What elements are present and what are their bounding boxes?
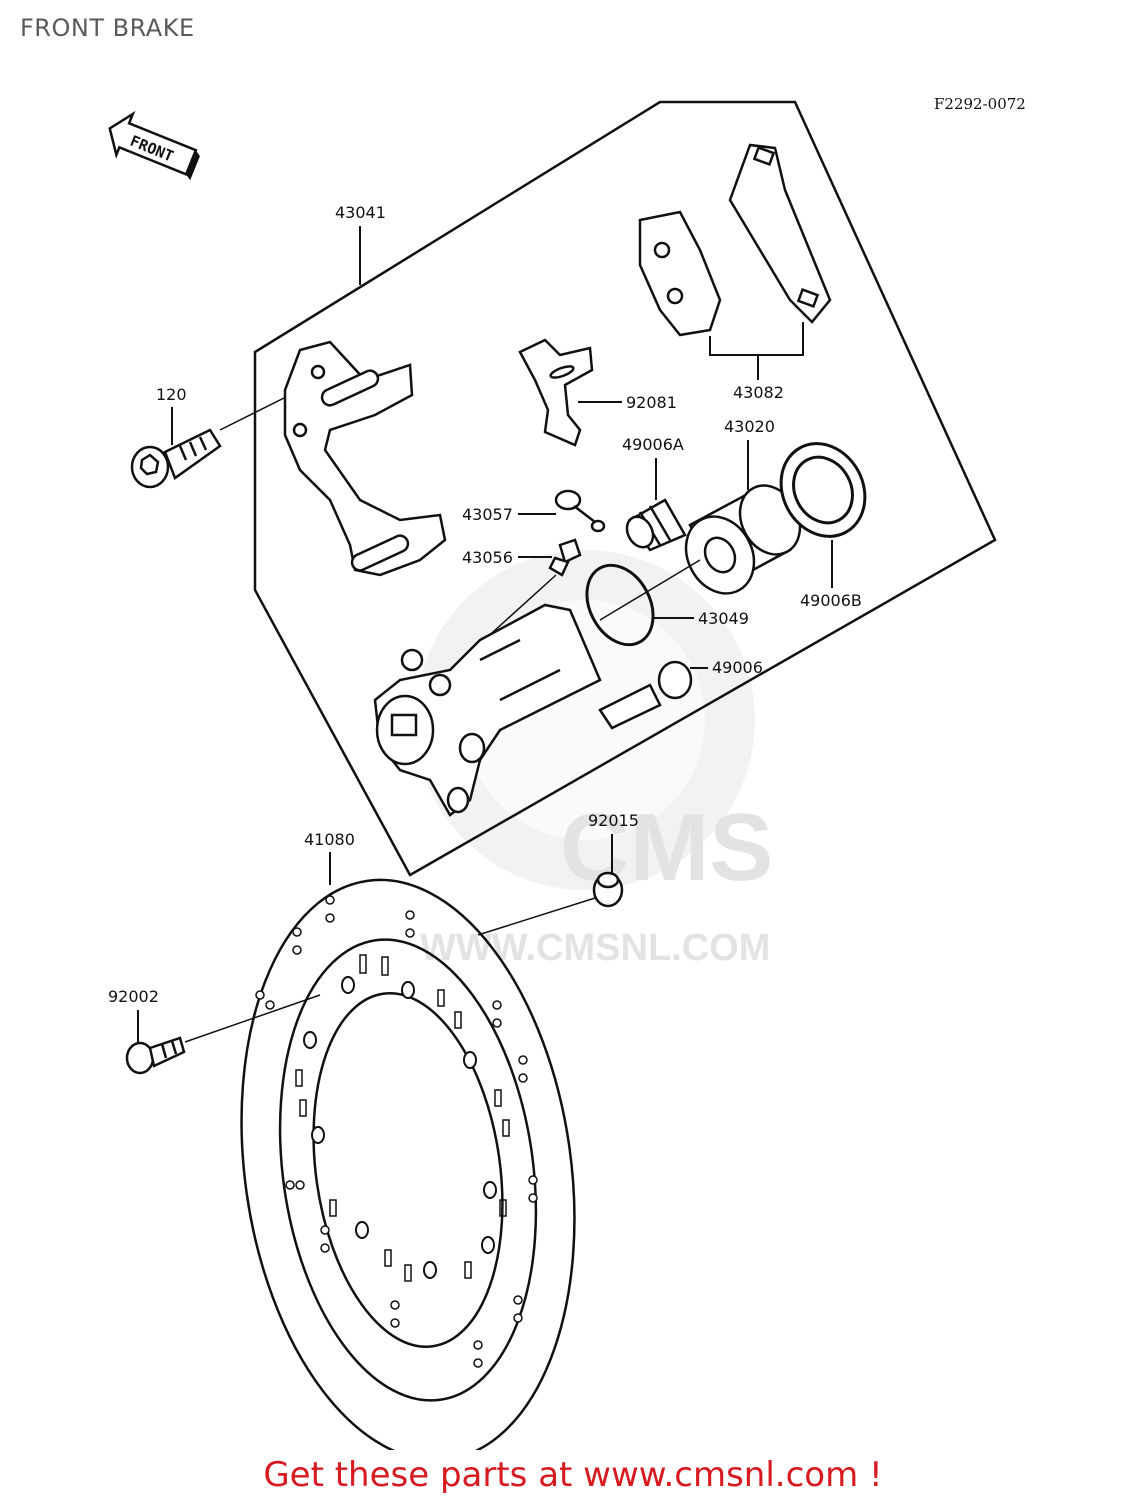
pad-spring <box>518 338 594 447</box>
watermark-url: WWW.CMSNL.COM <box>420 927 770 969</box>
diagram-reference-code: F2292-0072 <box>934 95 1026 113</box>
nut-92015 <box>592 871 624 908</box>
part-label-92015: 92015 <box>588 811 639 830</box>
bolt-92002 <box>125 1036 186 1075</box>
part-label-43041: 43041 <box>335 203 386 222</box>
part-label-49006A: 49006A <box>622 435 684 454</box>
part-label-43049: 43049 <box>698 609 749 628</box>
bleed-valve <box>548 538 582 577</box>
o-ring <box>585 563 655 647</box>
part-label-41080: 41080 <box>304 830 355 849</box>
part-label-49006: 49006 <box>712 658 763 677</box>
exploded-parts-diagram: CMS WWW.CMSNL.COM FRONT 43041 43082 120 <box>108 100 997 1450</box>
bolt-120 <box>130 428 222 489</box>
part-label-92002: 92002 <box>108 987 159 1006</box>
bleed-cap <box>554 489 606 533</box>
brake-disc <box>240 878 576 1450</box>
part-label-49006B: 49006B <box>800 591 862 610</box>
caliper-assembly-outline <box>253 100 997 877</box>
caliper-bracket <box>283 340 447 577</box>
footer-promo-text[interactable]: Get these parts at www.cmsnl.com ! <box>263 1455 883 1495</box>
front-direction-arrow: FRONT <box>108 110 200 181</box>
part-label-43082: 43082 <box>733 383 784 402</box>
piston <box>684 484 802 595</box>
part-label-43020: 43020 <box>724 417 775 436</box>
part-label-120: 120 <box>156 385 187 404</box>
brake-pads <box>638 143 832 337</box>
dust-boot <box>625 498 687 552</box>
caliper-body <box>373 603 602 817</box>
slide-pin <box>598 660 693 730</box>
page-title: FRONT BRAKE <box>20 14 195 42</box>
part-label-43057: 43057 <box>462 505 513 524</box>
piston-seal <box>779 442 867 538</box>
part-label-92081: 92081 <box>626 393 677 412</box>
part-label-43056: 43056 <box>462 548 513 567</box>
